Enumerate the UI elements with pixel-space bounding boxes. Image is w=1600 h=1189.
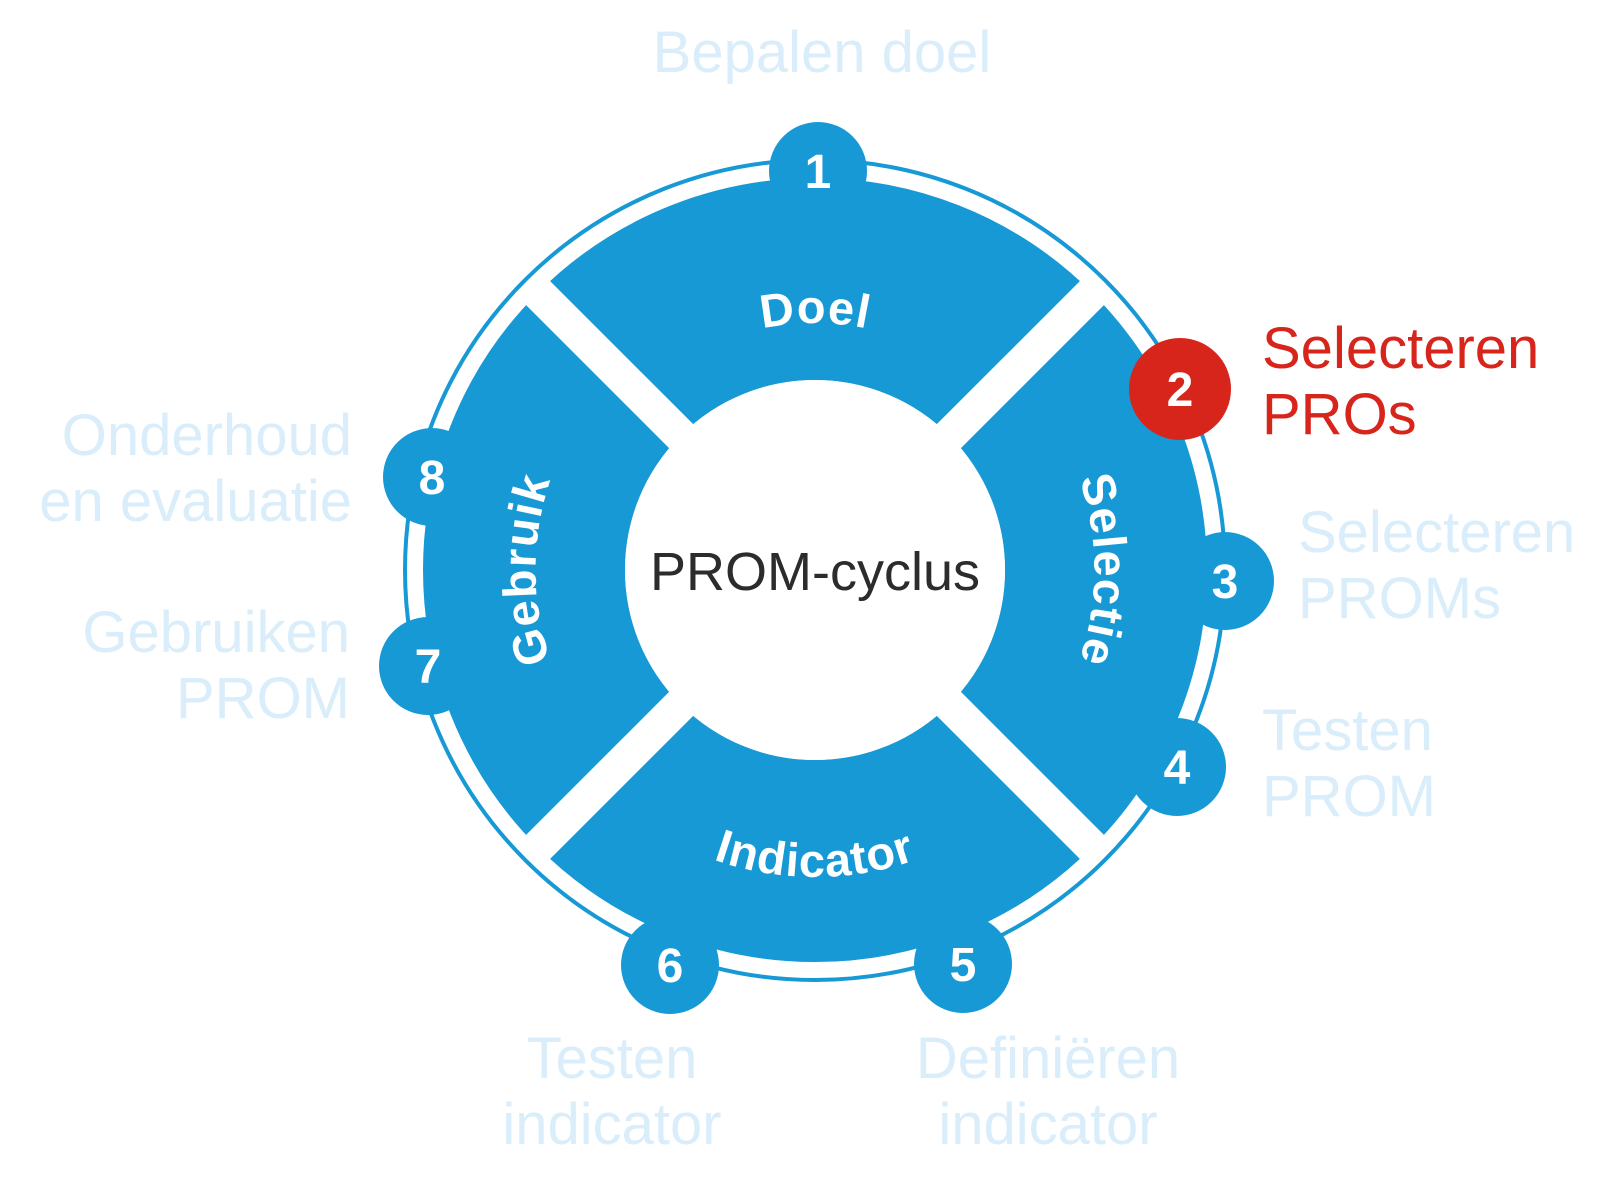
step-badge-2: 2: [1129, 338, 1231, 440]
step-badge-8-circle: [383, 428, 481, 526]
quadrant-gap-se: [909, 664, 1112, 867]
step-label-3-line1: Selecteren: [1298, 500, 1576, 565]
step-label-6-line2: indicator: [502, 1092, 722, 1157]
step-label-2-line2: PROs: [1262, 382, 1417, 447]
step-badge-7-circle: [379, 617, 477, 715]
step-badge-7: 7: [379, 617, 477, 715]
step-badge-6-circle: [621, 916, 719, 1014]
hub-circle: [625, 380, 1005, 760]
step-label-3-line2: PROMs: [1298, 566, 1501, 631]
step-badge-4-number: 4: [1164, 742, 1191, 795]
step-badge-6: 6: [621, 916, 719, 1014]
step-label-8: Onderhoud en evaluatie: [39, 403, 352, 535]
step-label-6-line1: Testen: [526, 1026, 698, 1091]
step-label-2-line1: Selecteren: [1262, 316, 1540, 381]
quadrant-gap-nw: [518, 273, 721, 476]
step-badge-3-number: 3: [1212, 556, 1239, 609]
step-label-6: Testen indicator: [502, 1026, 721, 1158]
step-badge-2-number: 2: [1167, 364, 1194, 417]
step-badge-7-number: 7: [415, 641, 442, 694]
step-badge-4: 4: [1128, 718, 1226, 816]
step-label-5-line2: indicator: [938, 1092, 1158, 1157]
quadrant-gap-sw: [518, 664, 721, 867]
step-badge-5: 5: [914, 915, 1012, 1013]
step-badge-1-number: 1: [805, 146, 832, 199]
step-label-4: Testen PROM: [1262, 698, 1436, 830]
quadrant-label-doel: Doel: [756, 280, 875, 339]
step-label-2: Selecteren PROs: [1262, 316, 1539, 448]
step-label-7-line1: Gebruiken: [82, 600, 350, 665]
step-label-7: Gebruiken PROM: [82, 600, 350, 732]
step-badge-6-number: 6: [657, 940, 684, 993]
step-label-4-line2: PROM: [1262, 764, 1436, 829]
step-label-1-line1: Bepalen doel: [652, 20, 992, 85]
step-label-7-line2: PROM: [176, 666, 350, 731]
step-badge-5-number: 5: [950, 939, 977, 992]
step-badge-3-circle: [1176, 532, 1274, 630]
step-label-8-line2: en evaluatie: [39, 469, 352, 534]
step-label-1: Bepalen doel: [653, 20, 992, 86]
step-label-3: Selecteren PROMs: [1298, 500, 1575, 632]
step-badge-3: 3: [1176, 532, 1274, 630]
step-label-8-line1: Onderhoud: [61, 403, 352, 468]
cycle-ring: [423, 178, 1207, 962]
step-label-5-line1: Definiëren: [915, 1026, 1181, 1091]
step-badge-2-circle: [1129, 338, 1231, 440]
step-badge-8: 8: [383, 428, 481, 526]
step-badge-4-circle: [1128, 718, 1226, 816]
hub-label: PROM-cyclus: [650, 542, 980, 602]
quadrant-gap-ne: [909, 273, 1112, 476]
step-badge-5-circle: [914, 915, 1012, 1013]
step-badge-1: 1: [769, 122, 867, 220]
step-label-4-line1: Testen: [1262, 698, 1433, 763]
step-badge-8-number: 8: [419, 452, 446, 505]
step-badge-1-circle: [769, 122, 867, 220]
step-label-5: Definiëren indicator: [916, 1026, 1180, 1158]
